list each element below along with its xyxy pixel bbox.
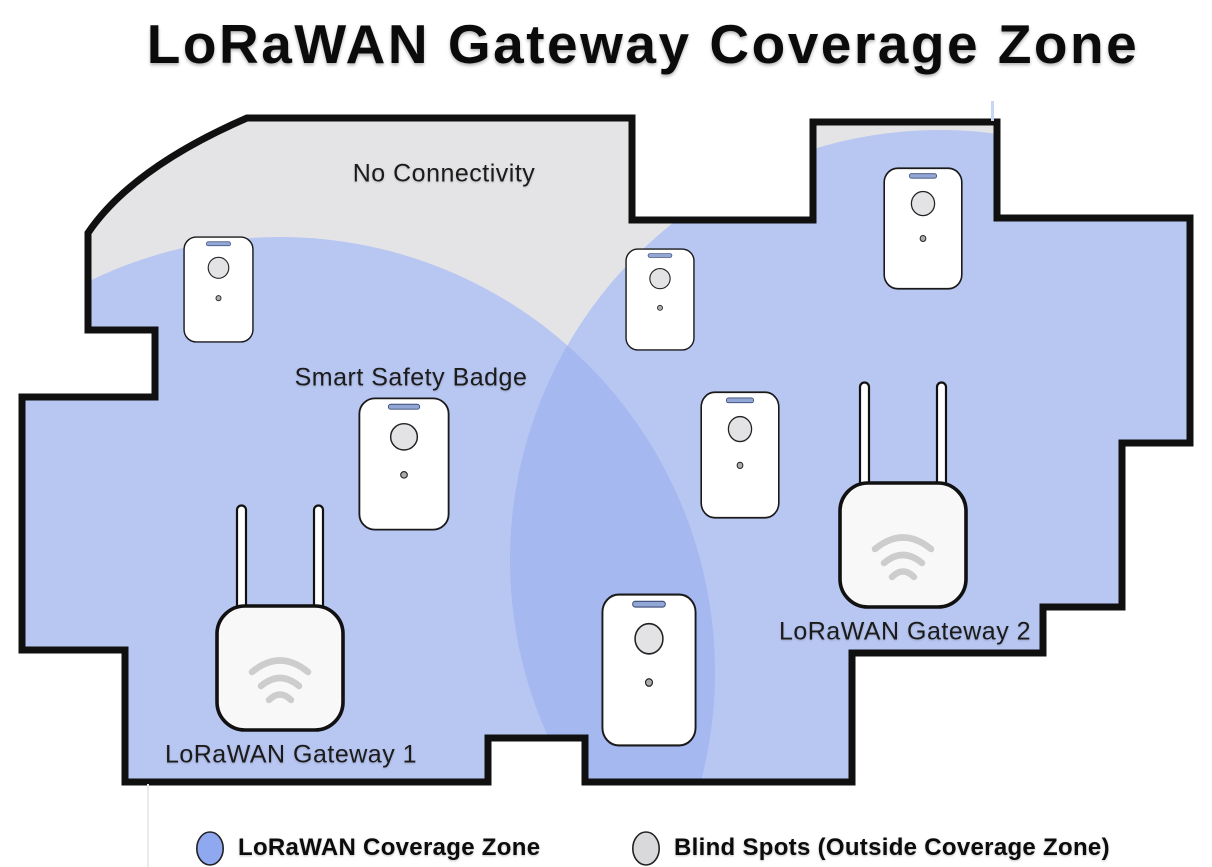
smart-badge-icon [883, 167, 963, 290]
gateway-2-label: LoRaWAN Gateway 2 [778, 617, 1032, 646]
blind-spot-swatch-icon [632, 830, 660, 866]
smart-badge-icon [700, 391, 780, 519]
legend-blind-spots-label: Blind Spots (Outside Coverage Zone) [674, 834, 1110, 861]
smart-badge-icon [625, 248, 695, 351]
coverage-zone-swatch-icon [196, 830, 224, 866]
legend-coverage-label: LoRaWAN Coverage Zone [238, 834, 541, 861]
smart-badge-icon [358, 397, 450, 531]
floor-plan-outline [18, 114, 1194, 786]
smart-badge-icon [183, 236, 254, 343]
legend-item-blind-spots: Blind Spots (Outside Coverage Zone) [631, 829, 1110, 867]
smart-badge-icon [601, 593, 697, 747]
coverage-zone-swatch [196, 830, 224, 866]
gateway-1-label: LoRaWAN Gateway 1 [164, 740, 418, 769]
no-connectivity-label: No Connectivity [352, 159, 536, 188]
page-title: LoRaWAN Gateway Coverage Zone [146, 13, 1140, 75]
blind-spot-swatch [632, 830, 660, 866]
legend-item-coverage: LoRaWAN Coverage Zone [195, 829, 540, 867]
smart-safety-badge-label: Smart Safety Badge [294, 363, 528, 392]
